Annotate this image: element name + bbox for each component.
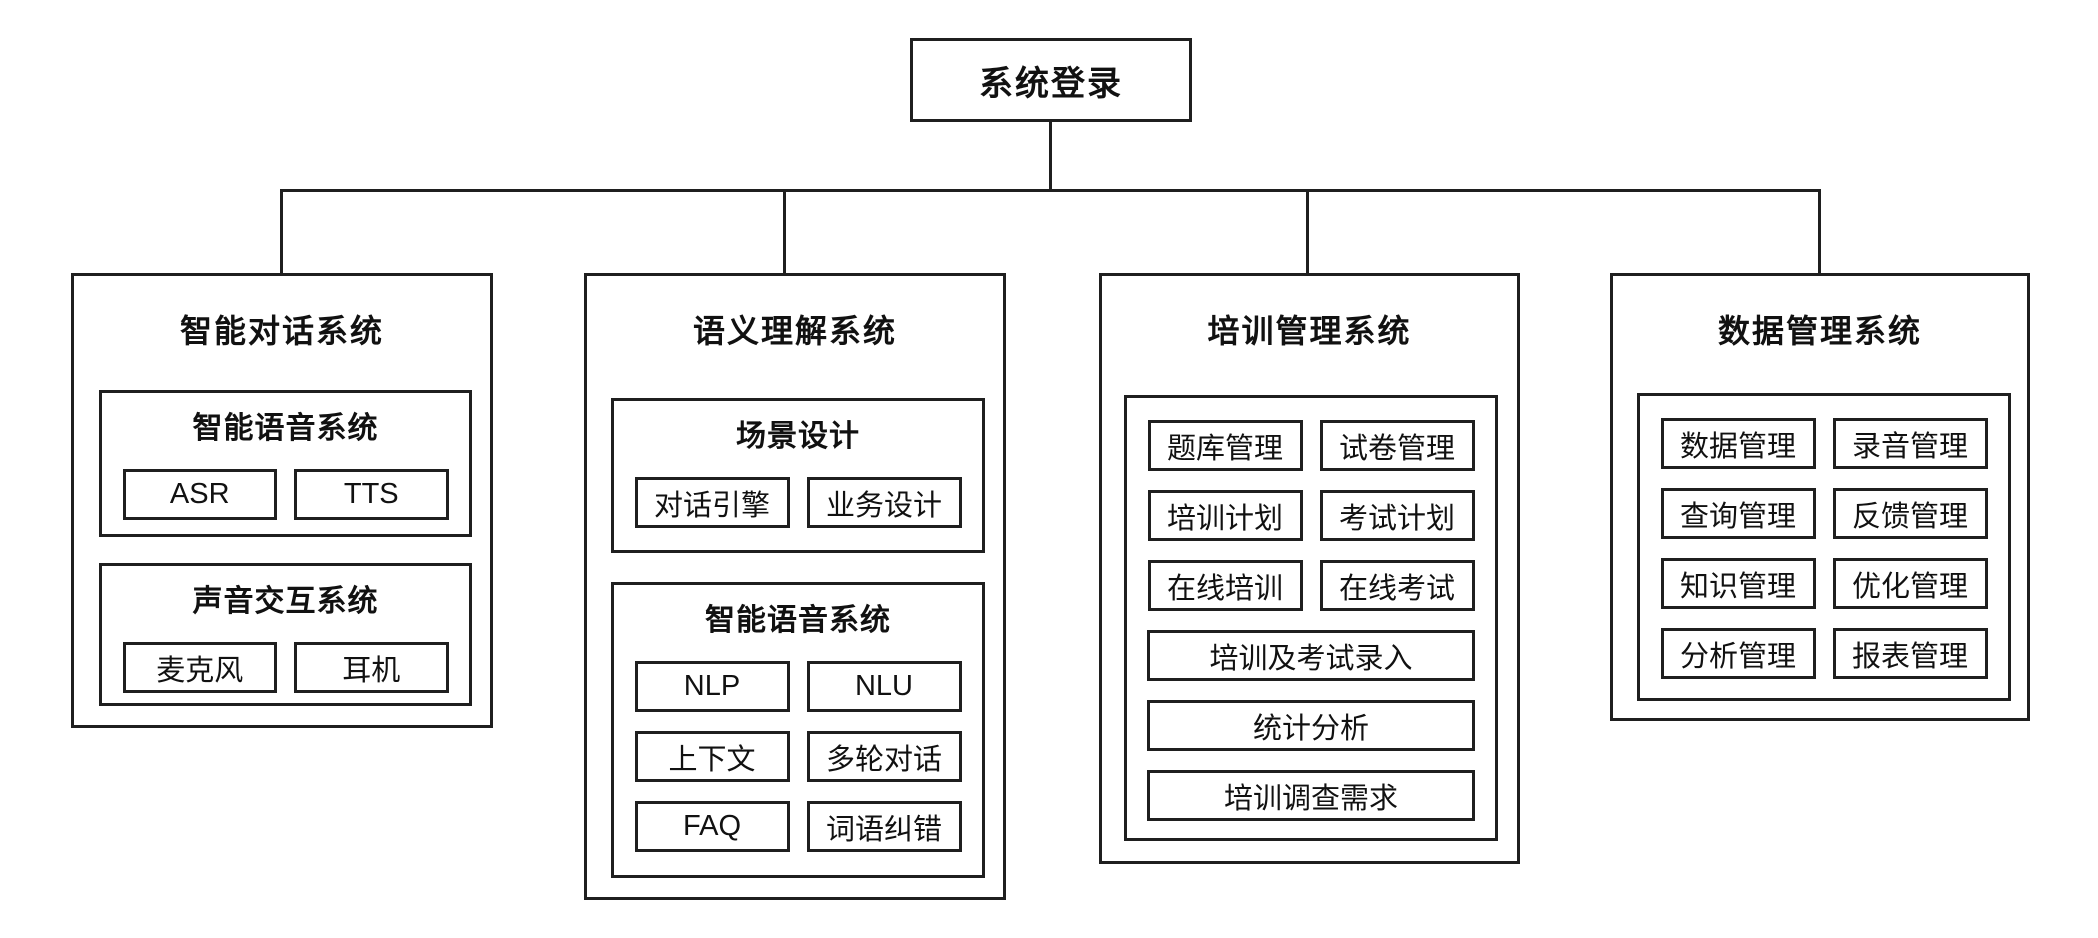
leaf-node-knowledge-mgmt: 知识管理 <box>1660 558 1816 609</box>
root-node-label: 系统登录 <box>979 64 1123 103</box>
leaf-node-data-mgmt: 数据管理 <box>1660 418 1816 469</box>
root-node-system-login: 系统登录 <box>910 38 1192 122</box>
leaf-node-analysis-mgmt: 分析管理 <box>1660 628 1816 679</box>
leaf-node-optimization-mgmt: 优化管理 <box>1832 558 1988 609</box>
section-data-modules: 数据管理 录音管理 查询管理 反馈管理 知识管理 优化管理 分析管理 报表管理 <box>1637 393 2011 701</box>
section-title: 场景设计 <box>736 420 860 453</box>
leaf-node-recording-mgmt: 录音管理 <box>1832 418 1988 469</box>
section-title: 智能语音系统 <box>705 604 891 637</box>
section-smart-voice-system: 智能语音系统 ASR TTS <box>99 390 472 537</box>
column-title: 培训管理系统 <box>1207 313 1412 349</box>
leaf-node-online-exam: 在线考试 <box>1319 560 1475 611</box>
leaf-node-query-mgmt: 查询管理 <box>1660 488 1816 539</box>
connector-drop-column-4 <box>1818 189 1821 273</box>
connector-drop-column-2 <box>783 189 786 273</box>
leaf-node-training-survey-demand: 培训调查需求 <box>1147 770 1475 821</box>
leaf-node-word-correction: 词语纠错 <box>806 801 962 852</box>
leaf-node-feedback-mgmt: 反馈管理 <box>1832 488 1988 539</box>
column-data-management-system: 数据管理系统 数据管理 录音管理 查询管理 反馈管理 知识管理 优化管理 分析管… <box>1610 273 2030 721</box>
column-title: 数据管理系统 <box>1717 313 1922 349</box>
leaf-node-multiturn-dialog: 多轮对话 <box>806 731 962 782</box>
leaf-node-dialog-engine: 对话引擎 <box>634 477 790 528</box>
leaf-node-exam-plan: 考试计划 <box>1319 490 1475 541</box>
leaf-group: 麦克风 耳机 <box>102 642 469 693</box>
leaf-node-online-training: 在线培训 <box>1147 560 1303 611</box>
leaf-node-context: 上下文 <box>634 731 790 782</box>
section-title: 声音交互系统 <box>192 585 379 618</box>
leaf-node-question-bank-mgmt: 题库管理 <box>1147 420 1303 471</box>
leaf-group: NLP NLU 上下文 多轮对话 FAQ 词语纠错 <box>614 661 982 852</box>
column-title: 智能对话系统 <box>179 313 384 349</box>
leaf-node-nlu: NLU <box>806 661 962 712</box>
leaf-node-exam-paper-mgmt: 试卷管理 <box>1319 420 1475 471</box>
connector-drop-column-3 <box>1306 189 1309 273</box>
leaf-group: 对话引擎 业务设计 <box>614 477 982 528</box>
section-title: 智能语音系统 <box>192 412 379 445</box>
leaf-group: 题库管理 试卷管理 培训计划 考试计划 在线培训 在线考试 培训及考试录入 统计… <box>1127 420 1495 821</box>
leaf-node-training-plan: 培训计划 <box>1147 490 1303 541</box>
column-intelligent-dialogue-system: 智能对话系统 智能语音系统 ASR TTS 声音交互系统 麦克风 耳机 <box>71 273 493 728</box>
connector-drop-column-1 <box>280 189 283 273</box>
leaf-node-statistical-analysis: 统计分析 <box>1147 700 1475 751</box>
leaf-node-asr: ASR <box>122 469 277 520</box>
leaf-node-nlp: NLP <box>634 661 790 712</box>
column-semantic-understanding-system: 语义理解系统 场景设计 对话引擎 业务设计 智能语音系统 NLP NLU 上下文… <box>584 273 1006 900</box>
leaf-node-headset: 耳机 <box>294 642 449 693</box>
connector-root-drop <box>1049 122 1052 190</box>
leaf-node-faq: FAQ <box>634 801 790 852</box>
leaf-node-report-mgmt: 报表管理 <box>1832 628 1988 679</box>
leaf-node-tts: TTS <box>294 469 449 520</box>
leaf-node-training-exam-entry: 培训及考试录入 <box>1147 630 1475 681</box>
leaf-group: 数据管理 录音管理 查询管理 反馈管理 知识管理 优化管理 分析管理 报表管理 <box>1640 418 2008 679</box>
connector-bus <box>280 189 1821 192</box>
section-smart-voice-system: 智能语音系统 NLP NLU 上下文 多轮对话 FAQ 词语纠错 <box>611 582 985 878</box>
section-training-modules: 题库管理 试卷管理 培训计划 考试计划 在线培训 在线考试 培训及考试录入 统计… <box>1124 395 1498 841</box>
leaf-node-microphone: 麦克风 <box>122 642 277 693</box>
section-voice-interaction-system: 声音交互系统 麦克风 耳机 <box>99 563 472 706</box>
column-title: 语义理解系统 <box>692 313 897 349</box>
leaf-node-business-design: 业务设计 <box>806 477 962 528</box>
section-scene-design: 场景设计 对话引擎 业务设计 <box>611 398 985 553</box>
leaf-group: ASR TTS <box>102 469 469 520</box>
column-training-management-system: 培训管理系统 题库管理 试卷管理 培训计划 考试计划 在线培训 在线考试 培训及… <box>1099 273 1520 864</box>
